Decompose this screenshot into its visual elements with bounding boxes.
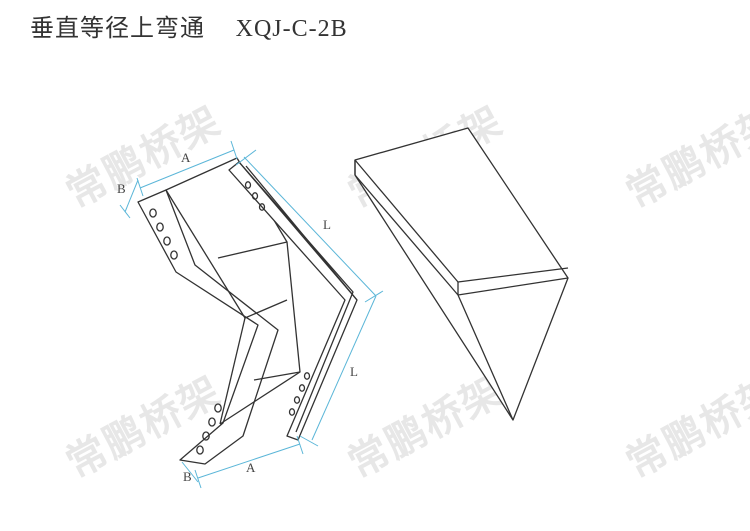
model-number: XQJ-C-2B — [235, 16, 348, 42]
dim-label-b-bottom: B — [183, 469, 192, 484]
dim-label-b-top: B — [117, 181, 126, 196]
left-plate-holes — [149, 208, 222, 455]
dim-label-a-bottom: A — [246, 460, 256, 475]
diagram-title: 垂直等径上弯通 XQJ-C-2B — [30, 8, 348, 43]
tray-body — [165, 157, 301, 425]
cover-plate — [354, 127, 569, 421]
dim-label-l-lower: L — [350, 364, 358, 379]
dim-label-l-upper: L — [323, 217, 331, 232]
dimension-lines — [119, 140, 384, 489]
right-plate-holes — [244, 181, 311, 416]
dim-label-a-top: A — [181, 150, 191, 165]
title-text: 垂直等径上弯通 — [30, 14, 205, 42]
